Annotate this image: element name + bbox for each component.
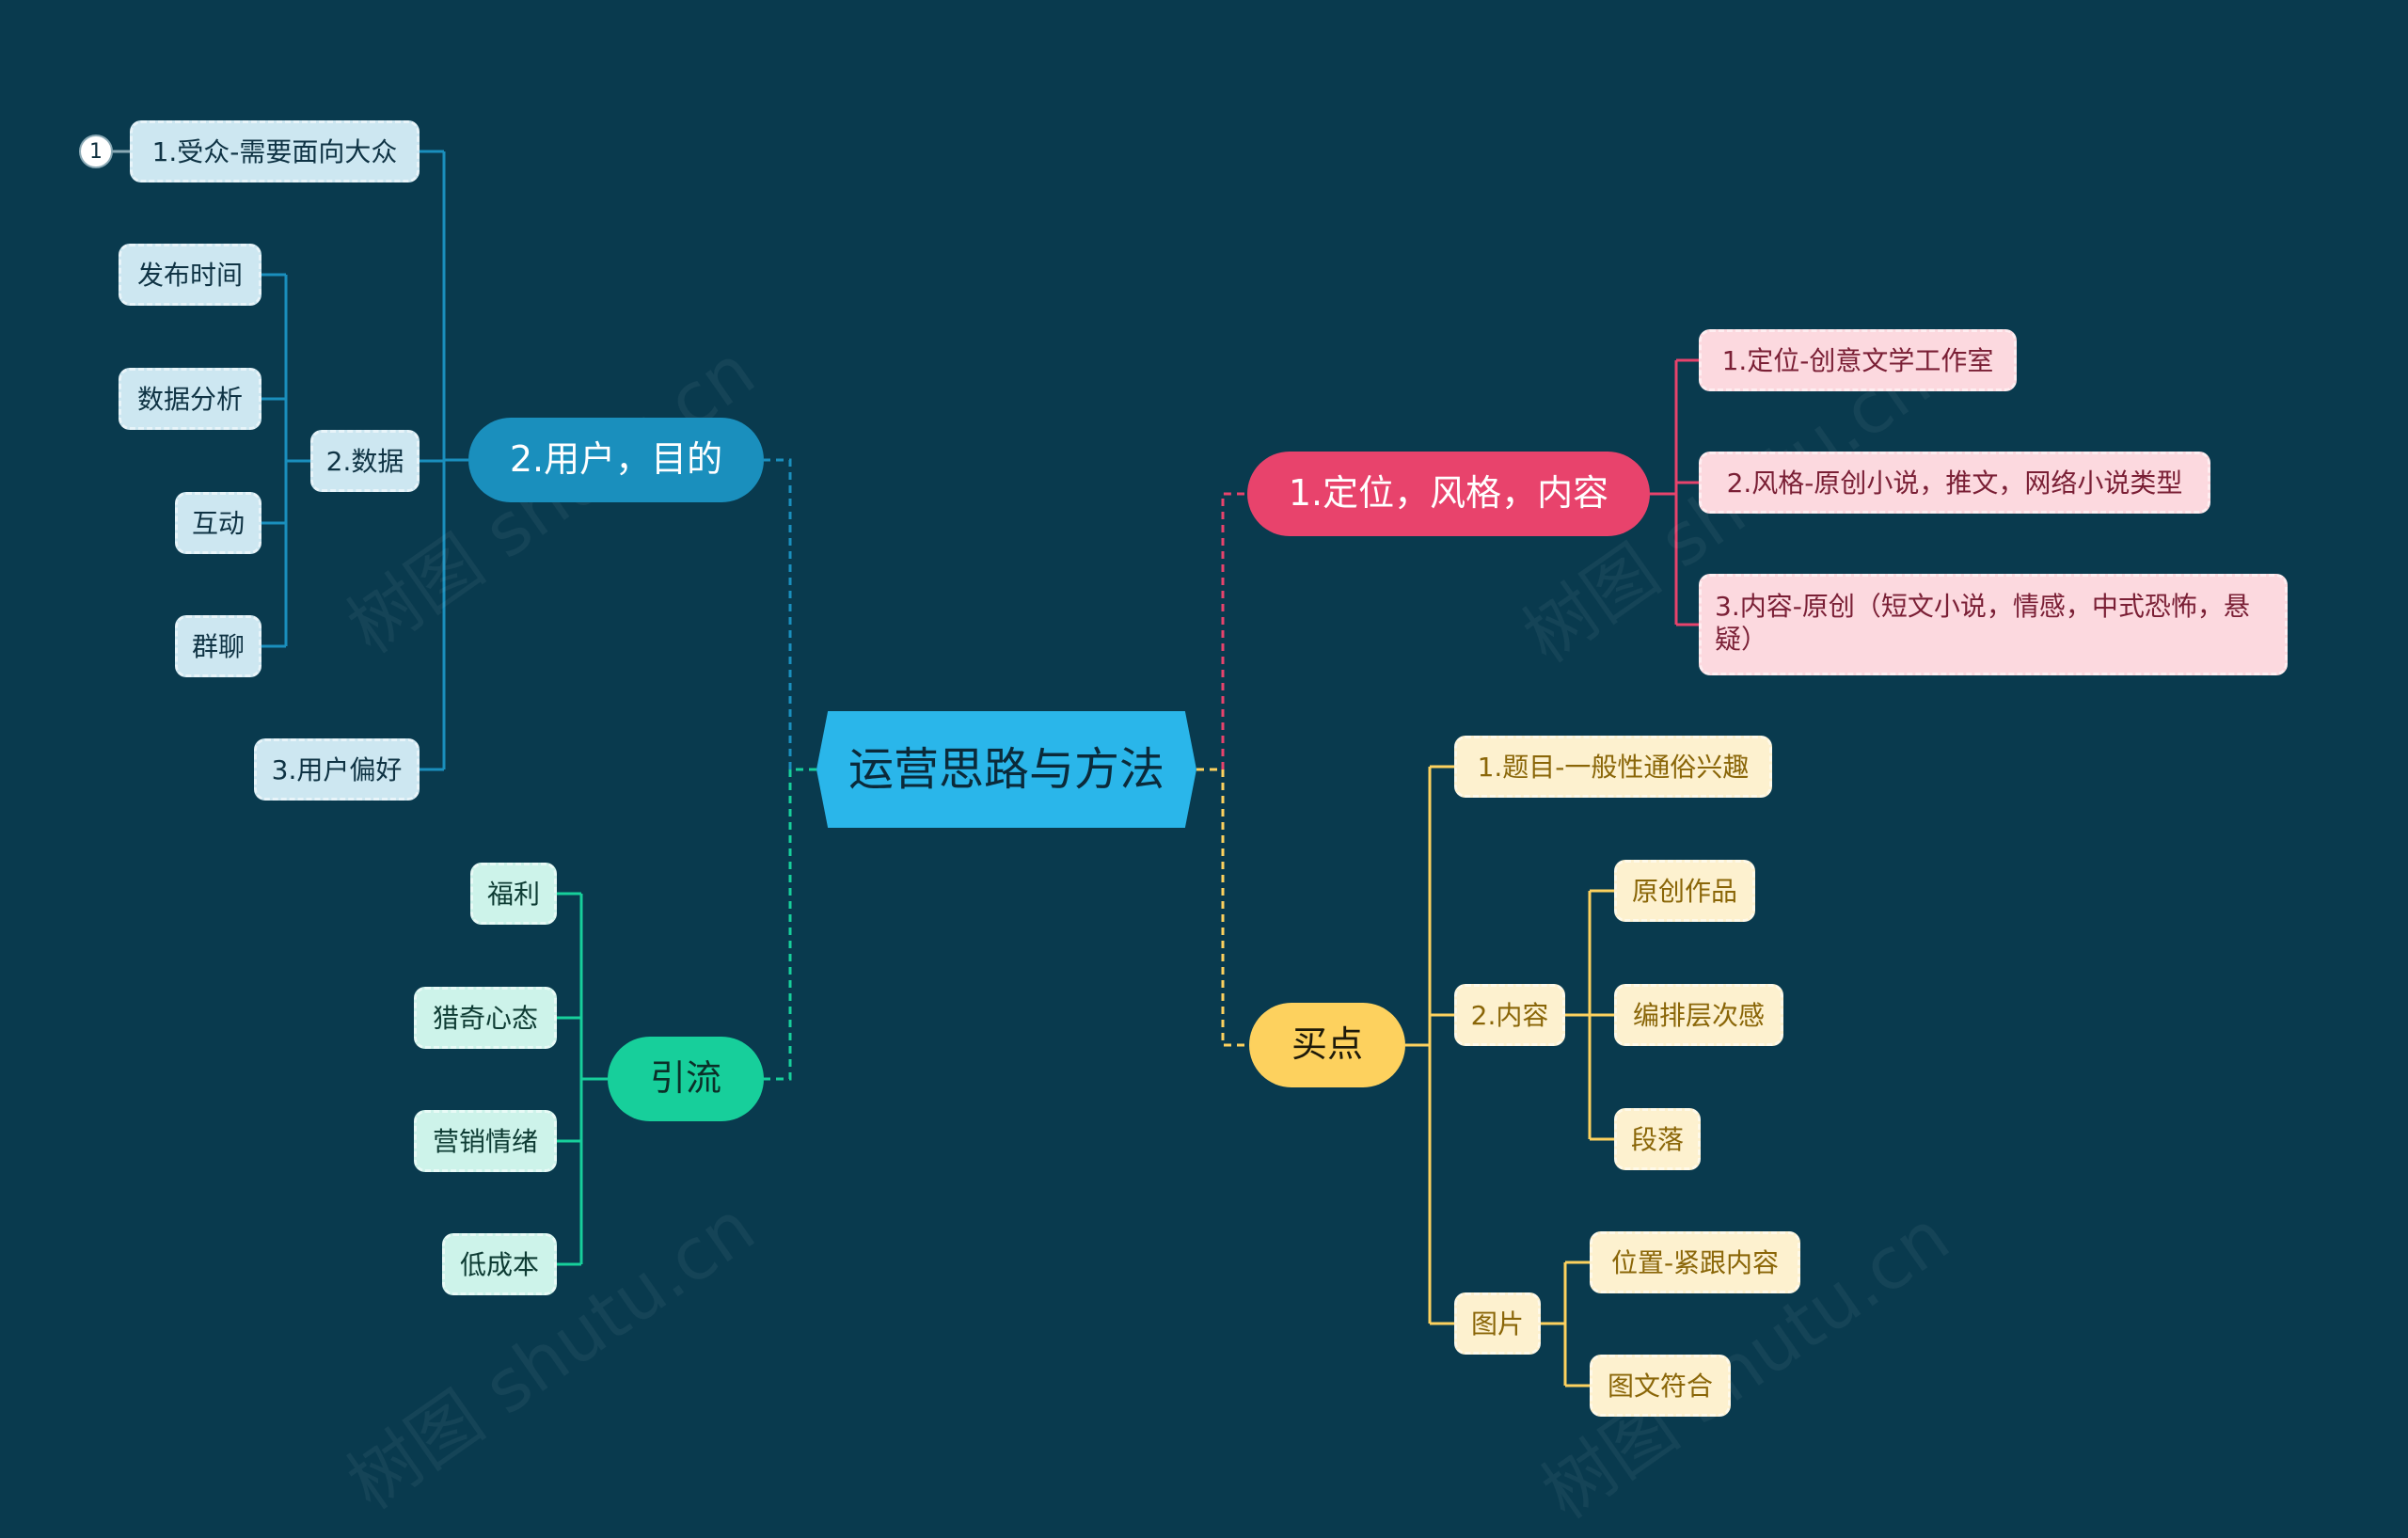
connector-root-b2: [1196, 768, 1249, 1047]
subtopic-title-interest[interactable]: 1.题目-一般性通俗兴趣: [1454, 736, 1772, 798]
item-low-cost[interactable]: 低成本: [442, 1233, 557, 1295]
connector-b2: [1430, 765, 1454, 1325]
connector-b2-content: [1565, 889, 1614, 1141]
subtopic-content[interactable]: 3.内容-原创（短文小说，情感，中式恐怖，悬疑）: [1699, 574, 2288, 675]
item-original-works[interactable]: 原创作品: [1614, 860, 1755, 922]
connector-root-b3: [764, 458, 816, 771]
connector-root-b4: [764, 768, 816, 1081]
priority-marker-icon: 1: [79, 135, 113, 168]
root-topic[interactable]: 运营思路与方法: [816, 711, 1196, 828]
subtopic-user-preference[interactable]: 3.用户偏好: [254, 738, 420, 801]
connector-root-b1: [1196, 492, 1247, 771]
subtopic-audience[interactable]: 1.受众-需要面向大众: [130, 120, 420, 182]
connector-b1: [1676, 358, 1699, 626]
item-benefits[interactable]: 福利: [470, 863, 557, 925]
subtopic-data[interactable]: 2.数据: [310, 430, 420, 492]
subtopic-content[interactable]: 2.内容: [1454, 984, 1565, 1046]
item-group-chat[interactable]: 群聊: [175, 615, 261, 677]
item-data-analysis[interactable]: 数据分析: [119, 368, 261, 430]
item-layout-hierarchy[interactable]: 编排层次感: [1614, 984, 1783, 1046]
connector-b2-images: [1541, 1261, 1590, 1387]
subtopic-style[interactable]: 2.风格-原创小说，推文，网络小说类型: [1699, 452, 2210, 514]
item-publish-time[interactable]: 发布时间: [119, 244, 261, 306]
item-paragraphs[interactable]: 段落: [1614, 1108, 1701, 1170]
connector-b4: [557, 892, 581, 1266]
item-image-position[interactable]: 位置-紧跟内容: [1590, 1231, 1800, 1293]
item-interaction[interactable]: 互动: [175, 492, 261, 554]
subtopic-positioning[interactable]: 1.定位-创意文学工作室: [1699, 329, 2017, 391]
connector-b3-data: [261, 273, 310, 648]
item-curiosity[interactable]: 猎奇心态: [414, 987, 557, 1049]
connector-b3: [420, 150, 444, 771]
subtopic-images[interactable]: 图片: [1454, 1292, 1541, 1355]
topic-users-goals[interactable]: 2.用户，目的: [468, 418, 764, 502]
topic-positioning-style-content[interactable]: 1.定位，风格，内容: [1247, 452, 1650, 536]
item-image-text-match[interactable]: 图文符合: [1590, 1355, 1731, 1417]
topic-traffic[interactable]: 引流: [608, 1037, 764, 1121]
topic-selling-points[interactable]: 买点: [1249, 1003, 1405, 1087]
item-marketing-emotion[interactable]: 营销情绪: [414, 1110, 557, 1172]
